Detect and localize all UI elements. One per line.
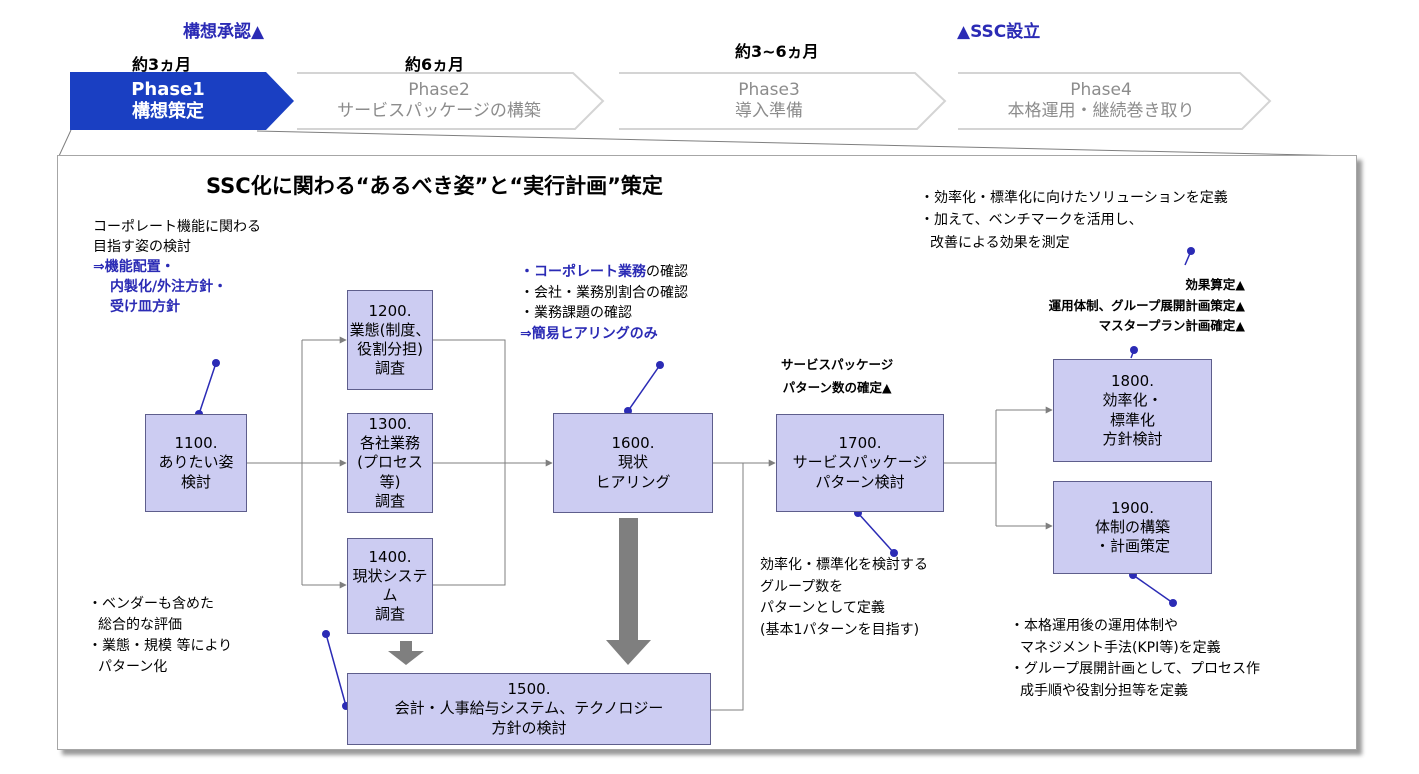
phase2-duration: 約6ヵ月	[405, 55, 465, 74]
task-1800[interactable]: 1800. 効率化・ 標準化 方針検討	[1053, 359, 1212, 462]
note-line: パターン化	[98, 659, 168, 675]
task-1700[interactable]: 1700. サービスパッケージ パターン検討	[776, 414, 944, 512]
note-line: の確認	[646, 264, 688, 280]
phase4-name: Phase4	[1070, 79, 1132, 100]
phase3-arrow-shape	[619, 72, 947, 130]
task-label: ありたい姿	[158, 453, 234, 472]
phase1-arrow[interactable]: Phase1 構想策定	[70, 72, 296, 130]
note-1600: ・コーポレート業務の確認 ・会社・業務別割合の確認 ・業務課題の確認 ⇒簡易ヒア…	[520, 262, 688, 345]
note-line: 目指す姿の検討	[93, 238, 191, 255]
task-id: 1500.	[507, 680, 551, 699]
task-label: (プロセス等)	[357, 453, 423, 491]
note-highlight: 内製化/外注方針・	[110, 278, 228, 295]
task-1500[interactable]: 1500. 会計・人事給与システム、テクノロジー 方針の検討	[347, 673, 711, 745]
task-label: 業態(制度、	[349, 320, 431, 339]
phase1-arrow-shape	[70, 72, 294, 130]
phase2-arrow-shape	[297, 72, 605, 130]
task-id: 1300.	[368, 415, 412, 434]
task-label: 方針の検討	[491, 718, 567, 737]
task-1400[interactable]: 1400. 現状システム 調査	[347, 538, 433, 634]
note-line: ・会社・業務別割合の確認	[520, 284, 688, 301]
task-label: パターン検討	[815, 472, 905, 491]
task-label: 会計・人事給与システム、テクノロジー	[394, 699, 664, 718]
task-1300[interactable]: 1300. 各社業務 (プロセス等) 調査	[347, 413, 433, 513]
note-line: ・ベンダーも含めた	[88, 596, 214, 612]
note-1700-milestone: サービスパッケージ パターン数の確定▲	[781, 354, 893, 399]
note-line: 効果算定▲	[1185, 277, 1245, 292]
phase1-duration: 約3ヵ月	[132, 55, 192, 74]
task-label: サービスパッケージ	[792, 453, 928, 472]
task-id: 1200.	[368, 301, 412, 320]
note-line: ・業務課題の確認	[520, 305, 632, 322]
note-line: マネジメント手法(KPI等)を定義	[1020, 639, 1221, 656]
task-label: 標準化	[1109, 410, 1155, 429]
phase2-arrow[interactable]: Phase2 サービスパッケージの構築	[297, 72, 607, 130]
note-1400: ・ベンダーも含めた 総合的な評価 ・業態・規模 等により パターン化	[88, 594, 232, 678]
phase1-label: 構想策定	[132, 101, 204, 122]
task-label: 体制の構築	[1094, 517, 1170, 536]
phase2-label: サービスパッケージの構築	[337, 101, 541, 121]
ssc-establishment-milestone: ▲SSC設立	[957, 22, 1041, 42]
phase3-name: Phase3	[738, 79, 800, 100]
phase1-name: Phase1	[131, 78, 205, 100]
phase4-label: 本格運用・継続巻き取り	[1007, 101, 1195, 121]
task-id: 1400.	[368, 547, 412, 566]
note-highlight: ⇒機能配置・	[93, 258, 175, 275]
note-line: グループ数を	[760, 578, 844, 595]
note-1900: ・本格運用後の運用体制や マネジメント手法(KPI等)を定義 ・グループ展開計画…	[1010, 616, 1260, 703]
task-1600[interactable]: 1600. 現状 ヒアリング	[553, 413, 713, 513]
note-line: コーポレート機能に関わる	[93, 219, 261, 235]
task-1900[interactable]: 1900. 体制の構築 ・計画策定	[1053, 481, 1212, 574]
task-id: 1600.	[611, 434, 655, 453]
note-line: 効率化・標準化を検討する	[760, 557, 928, 573]
task-label: 調査	[374, 605, 405, 624]
note-highlight: 受け皿方針	[110, 298, 180, 315]
note-1100: コーポレート機能に関わる 目指す姿の検討 ⇒機能配置・ 内製化/外注方針・ 受け…	[93, 218, 261, 317]
task-id: 1100.	[174, 434, 218, 453]
task-label: 方針検討	[1102, 429, 1163, 448]
note-1800-milestones: 効果算定▲ 運用体制、グループ展開計画策定▲ マスタープラン計画確定▲	[1049, 275, 1245, 337]
note-line: 成手順や役割分担等を定義	[1020, 683, 1188, 700]
note-1800-solution: ・効率化・標準化に向けたソリューションを定義 ・加えて、ベンチマークを活用し、 …	[920, 187, 1228, 254]
task-label: 各社業務	[359, 434, 420, 453]
note-line: 総合的な評価	[98, 617, 182, 633]
task-1200[interactable]: 1200. 業態(制度、 役割分担) 調査	[347, 290, 433, 390]
note-highlight: ⇒簡易ヒアリングのみ	[520, 326, 658, 343]
concept-approval-milestone: 構想承認▲	[183, 22, 265, 42]
note-line: マスタープラン計画確定▲	[1098, 318, 1245, 334]
note-line: サービスパッケージ	[781, 357, 894, 372]
task-label: 調査	[374, 359, 405, 378]
task-label: 調査	[374, 491, 405, 510]
task-label: ・計画策定	[1094, 537, 1170, 556]
task-label: 効率化・	[1102, 391, 1163, 410]
task-label: 検討	[180, 472, 211, 491]
note-line: (基本1パターンを目指す)	[760, 622, 920, 639]
task-1100[interactable]: 1100. ありたい姿 検討	[145, 414, 247, 512]
note-line: 改善による効果を測定	[930, 234, 1070, 251]
note-highlight: ・コーポレート業務	[520, 264, 646, 280]
phase4-arrow[interactable]: Phase4 本格運用・継続巻き取り	[958, 72, 1274, 130]
phase3-duration: 約3~6ヵ月	[735, 42, 819, 61]
phase2-name: Phase2	[408, 79, 470, 100]
task-id: 1800.	[1111, 372, 1154, 391]
phase4-arrow-shape	[958, 72, 1272, 130]
note-line: ・効率化・標準化に向けたソリューションを定義	[920, 190, 1228, 206]
note-line: パターンとして定義	[760, 600, 885, 617]
panel-title: SSC化に関わる“あるべき姿”と“実行計画”策定	[206, 174, 663, 198]
task-label: 現状システム	[352, 566, 428, 604]
task-label: 役割分担)	[357, 340, 423, 358]
note-line: ・本格運用後の運用体制や	[1010, 618, 1178, 634]
note-line: ・加えて、ベンチマークを活用し、	[920, 212, 1143, 229]
note-line: ・業態・規模 等により	[88, 638, 233, 654]
task-label: 現状	[617, 453, 648, 472]
task-label: ヒアリング	[595, 472, 671, 491]
task-id: 1900.	[1111, 498, 1154, 517]
phase3-label: 導入準備	[735, 101, 803, 121]
phase3-arrow[interactable]: Phase3 導入準備	[619, 72, 949, 130]
note-1700-definition: 効率化・標準化を検討する グループ数を パターンとして定義 (基本1パターンを目…	[760, 555, 928, 642]
note-line: 運用体制、グループ展開計画策定▲	[1048, 297, 1245, 313]
note-line: パターン数の確定▲	[782, 379, 892, 395]
note-line: ・グループ展開計画として、プロセス作	[1010, 661, 1261, 678]
task-id: 1700.	[838, 434, 882, 453]
